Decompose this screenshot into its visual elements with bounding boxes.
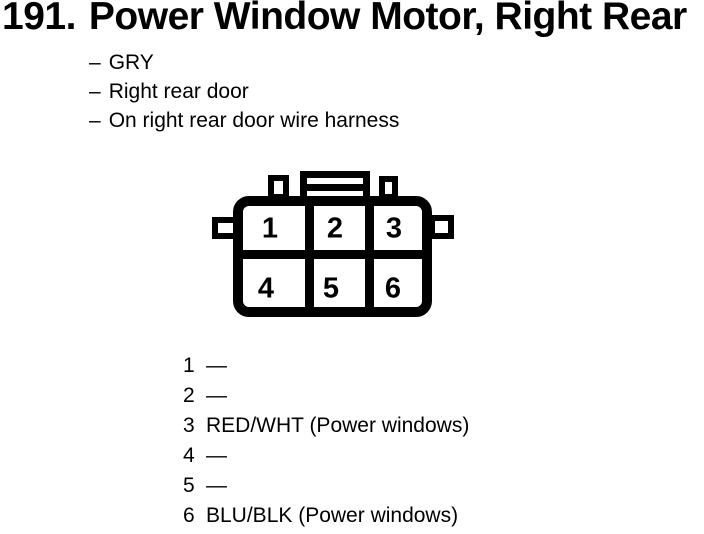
pinout-wire-label: — <box>206 384 227 407</box>
detail-bullet: – <box>89 80 101 103</box>
detail-item: – On right rear door wire harness <box>89 106 399 135</box>
detail-item: – GRY <box>89 48 399 77</box>
detail-text: Right rear door <box>108 80 249 103</box>
pin-cavity-label-4: 4 <box>257 272 275 305</box>
pinout-wire-label: — <box>206 474 227 497</box>
detail-bullet: – <box>89 51 101 74</box>
pinout-pin-number: 4 <box>183 444 195 467</box>
pin-cavity-label-3: 3 <box>385 212 403 245</box>
pinout-row: 6 BLU/BLK (Power windows) <box>183 501 469 531</box>
pin-cavity-label-1: 1 <box>261 212 279 245</box>
pin-cavity-label-2: 2 <box>326 212 344 245</box>
pinout-row: 3 RED/WHT (Power windows) <box>183 411 469 441</box>
title-text: Power Window Motor, Right Rear <box>88 0 687 38</box>
connector-tab-slot <box>307 184 363 191</box>
pinout-wire-label: RED/WHT (Power windows) <box>206 414 470 437</box>
pin-cavity-label-6: 6 <box>384 272 402 305</box>
item-number: 191. <box>2 0 76 38</box>
detail-text: GRY <box>108 51 154 74</box>
pinout-list: 1 — 2 — 3 RED/WHT (Power windows) 4 — 5 … <box>183 351 469 531</box>
pinout-row: 1 — <box>183 351 469 381</box>
pinout-pin-number: 5 <box>183 474 195 497</box>
connector-divider-horizontal <box>233 250 432 259</box>
pinout-wire-label: BLU/BLK (Power windows) <box>206 504 459 527</box>
detail-bullet: – <box>89 109 101 132</box>
pinout-pin-number: 6 <box>183 504 195 527</box>
connector-diagram: 1 2 3 4 5 6 <box>208 170 456 320</box>
detail-item: – Right rear door <box>89 77 399 106</box>
pinout-row: 4 — <box>183 441 469 471</box>
pinout-wire-label: — <box>206 444 227 467</box>
pin-cavity-label-5: 5 <box>322 272 340 305</box>
connector-ear-right <box>429 215 454 239</box>
detail-text: On right rear door wire harness <box>108 109 400 132</box>
pinout-wire-label: — <box>206 354 227 377</box>
details-list: – GRY – Right rear door – On right rear … <box>89 48 399 135</box>
pinout-pin-number: 3 <box>183 414 195 437</box>
pinout-pin-number: 1 <box>183 354 195 377</box>
pinout-pin-number: 2 <box>183 384 195 407</box>
page-title: 191. Power Window Motor, Right Rear <box>2 0 687 36</box>
pinout-row: 5 — <box>183 471 469 501</box>
pinout-row: 2 — <box>183 381 469 411</box>
